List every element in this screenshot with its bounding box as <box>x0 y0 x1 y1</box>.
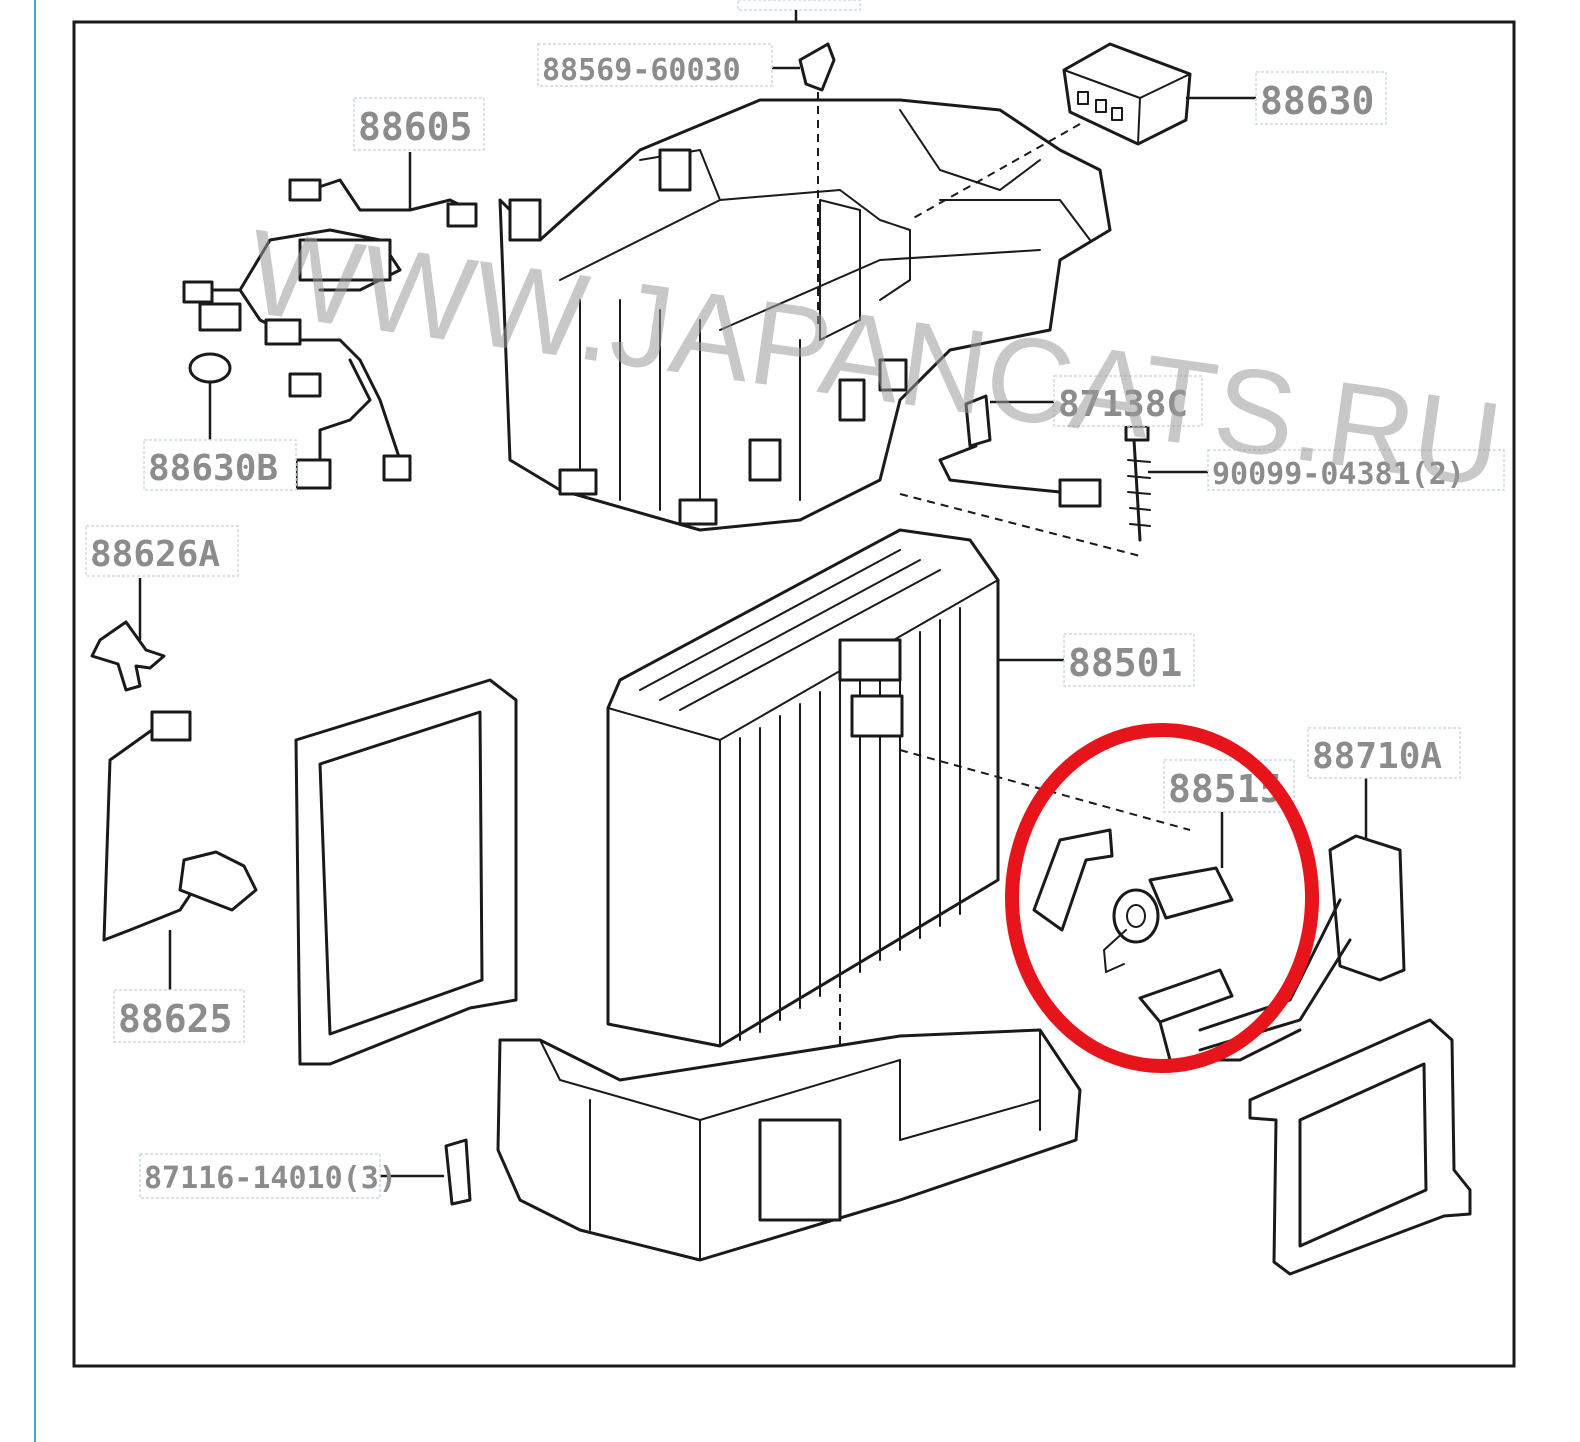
clip-87116 <box>380 1138 472 1206</box>
lower-case-assembly <box>496 1028 1082 1262</box>
label-87138c: 87138C <box>1058 384 1188 425</box>
label-88501: 88501 <box>1068 641 1182 685</box>
label-88630b: 88630B <box>148 448 278 489</box>
top-label-remnant <box>737 0 861 11</box>
label-88626a: 88626A <box>90 534 220 575</box>
evaporator-88501 <box>606 528 1000 1048</box>
label-88710a: 88710A <box>1312 736 1442 777</box>
label-90099: 90099-04381(2) <box>1212 457 1465 492</box>
label-88630: 88630 <box>1260 79 1374 123</box>
seal-frame-left <box>294 678 518 1066</box>
page-left-rule <box>34 0 36 1442</box>
label-88569: 88569-60030 <box>542 53 741 88</box>
diagram-frame <box>72 20 1516 1368</box>
pipe-88710a <box>1198 778 1406 1052</box>
seal-frame-right <box>1248 1018 1472 1276</box>
label-88605: 88605 <box>358 105 472 149</box>
amplifier-88630 <box>1062 42 1192 146</box>
expansion-valve-88515 <box>1032 812 1302 1062</box>
thermistor-88625 <box>102 710 258 990</box>
label-88625: 88625 <box>118 997 232 1041</box>
label-87116: 87116-14010(3) <box>144 1161 397 1196</box>
sensor-88630b <box>188 352 232 440</box>
sub-harness-87138c <box>938 394 1102 508</box>
upper-case-assembly <box>498 98 1112 532</box>
clip-88626a <box>90 578 166 692</box>
part-labels: 88569-60030 88605 88630 88630B 87138C 90… <box>85 43 1505 1199</box>
highlight-circle <box>1005 723 1319 1073</box>
clip-88569 <box>798 42 836 92</box>
